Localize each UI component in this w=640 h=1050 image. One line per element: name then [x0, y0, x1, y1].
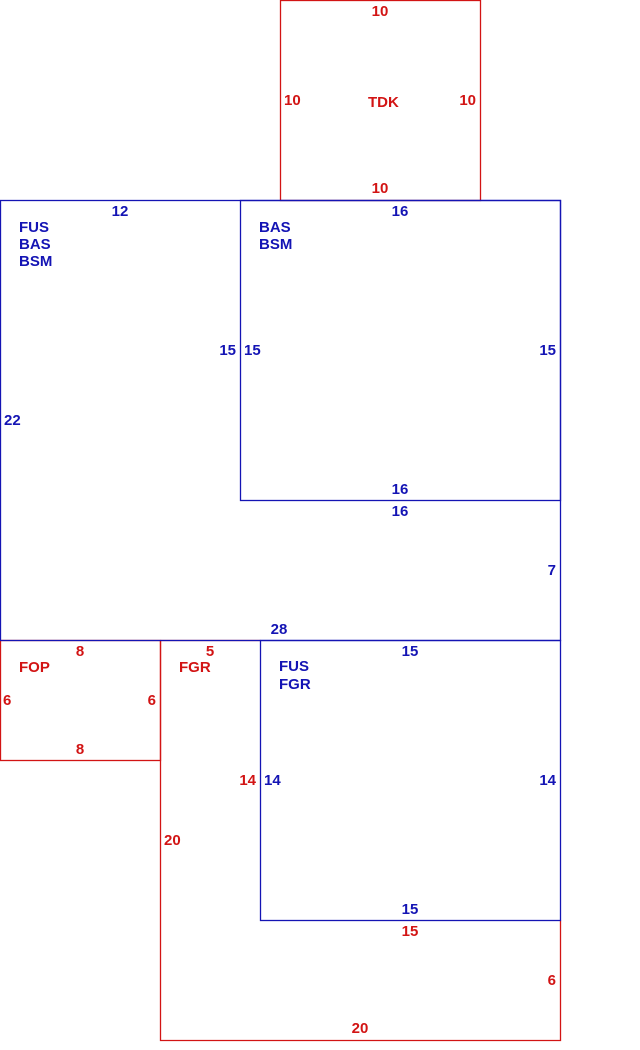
fus-fgr-bottom-dim: 15: [402, 901, 419, 918]
tdk-right-dim: 10: [459, 92, 476, 109]
tdk-top-dim: 10: [372, 3, 389, 20]
fgr-top-dim: 5: [206, 643, 214, 660]
main-top-right-dim: 16: [392, 203, 409, 220]
main-left-inner-dim: 15: [219, 342, 236, 359]
tdk-left-dim: 10: [284, 92, 301, 109]
fop-bottom-dim: 8: [76, 741, 84, 758]
fus-fgr-top-dim: 15: [402, 643, 419, 660]
bas-bsm-code-2: BSM: [259, 236, 292, 253]
fus-bas-bsm-code-2: BAS: [19, 236, 51, 253]
fus-fgr-outline: [259, 639, 562, 922]
fop-code: FOP: [19, 659, 50, 676]
fgr-bottom-dim: 20: [352, 1020, 369, 1037]
bas-left-dim: 15: [244, 342, 261, 359]
main-bottom-dim: 28: [271, 621, 288, 638]
main-top-left-dim: 12: [112, 203, 129, 220]
tdk-bottom-dim: 10: [372, 180, 389, 197]
fus-fgr-left-dim: 14: [264, 772, 281, 789]
main-left-dim: 22: [4, 412, 21, 429]
fus-bas-bsm-code-3: BSM: [19, 253, 52, 270]
fus-fgr-code-1: FUS: [279, 658, 309, 675]
fus-bas-bsm-outline: [0, 199, 562, 642]
fop-right-dim: 6: [148, 692, 156, 709]
bas-bottom-dim: 16: [392, 481, 409, 498]
fgr-right-dim: 6: [548, 972, 556, 989]
fgr-inner-left-dim: 14: [239, 772, 256, 789]
step-top-dim: 16: [392, 503, 409, 520]
fgr-bottom-top-dim: 15: [402, 923, 419, 940]
fus-fgr-code-2: FGR: [279, 676, 311, 693]
bas-bsm-outline: [239, 199, 562, 502]
fus-bas-bsm-code-1: FUS: [19, 219, 49, 236]
tdk-code: TDK: [368, 94, 399, 111]
fop-top-dim: 8: [76, 643, 84, 660]
fgr-left-dim: 20: [164, 832, 181, 849]
step-right-dim: 7: [548, 562, 556, 579]
bas-bsm-code-1: BAS: [259, 219, 291, 236]
fus-fgr-right-dim: 14: [539, 772, 556, 789]
fgr-outline-lower: [159, 640, 562, 1042]
fgr-code: FGR: [179, 659, 211, 676]
bas-right-dim: 15: [539, 342, 556, 359]
fop-left-dim: 6: [3, 692, 11, 709]
